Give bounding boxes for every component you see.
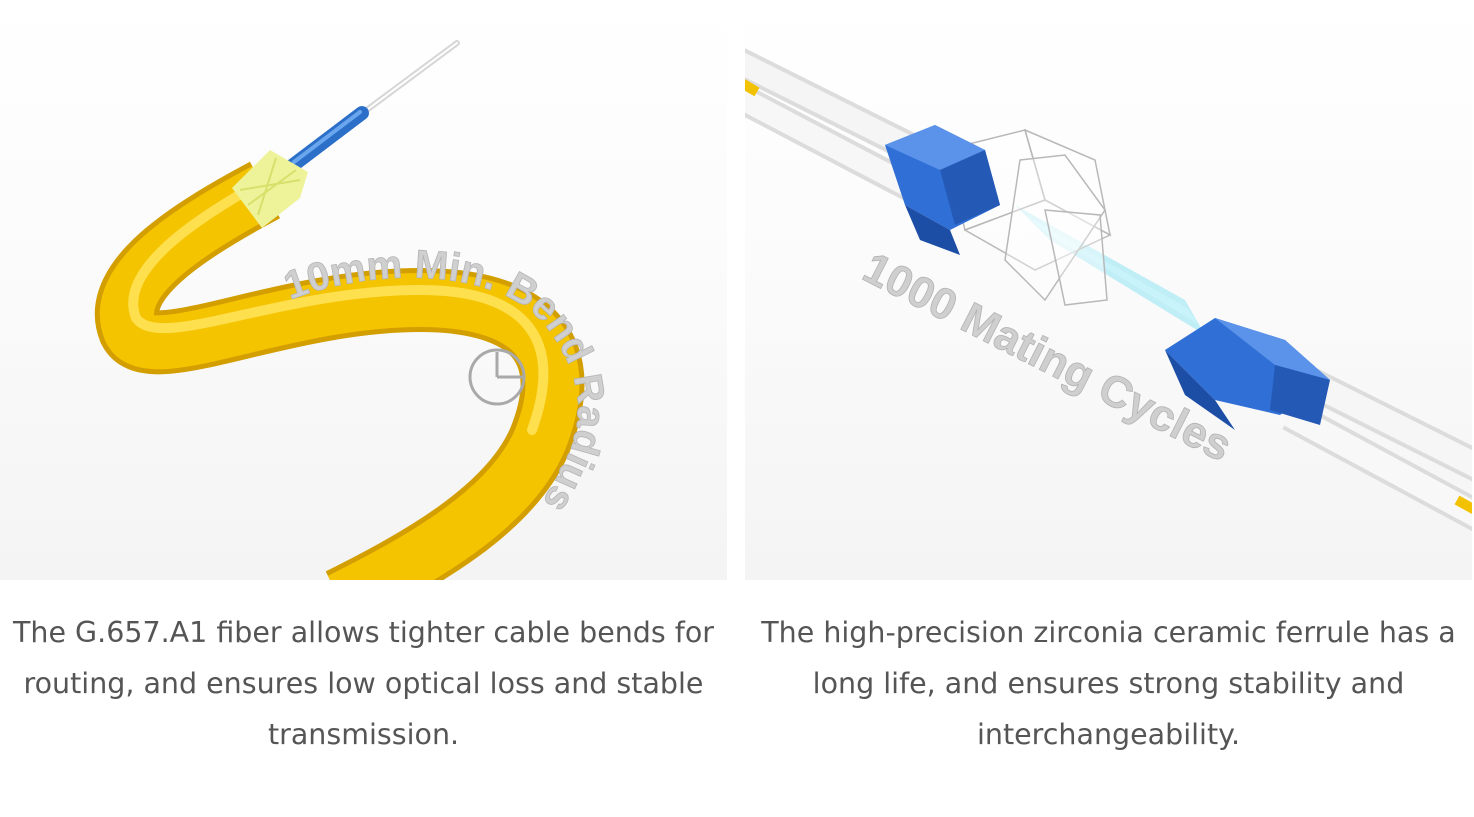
bend-radius-caption: The G.657.A1 fiber allows tighter cable … [12,616,714,751]
feature-card-bend-radius: 10mm Min. Bend Radius The G.657.A1 fiber… [0,0,727,817]
mating-cycles-illustration: 1000 Mating Cycles [745,0,1472,580]
right-lc-connector [1165,318,1330,430]
bend-radius-illustration: 10mm Min. Bend Radius [0,0,727,580]
left-lc-connector [885,125,1000,255]
fiber-cable-illustration: 10mm Min. Bend Radius [95,40,614,580]
yellow-jacket [100,166,580,580]
feature-card-mating-cycles: 1000 Mating Cycles The high-precision zi… [745,0,1472,817]
lc-connector-illustration: 1000 Mating Cycles [745,48,1472,532]
bend-radius-symbol [468,348,526,406]
mating-cycles-caption: The high-precision zirconia ceramic ferr… [761,616,1456,751]
lower-cables [1282,365,1472,532]
aramid-yarn [232,150,308,228]
